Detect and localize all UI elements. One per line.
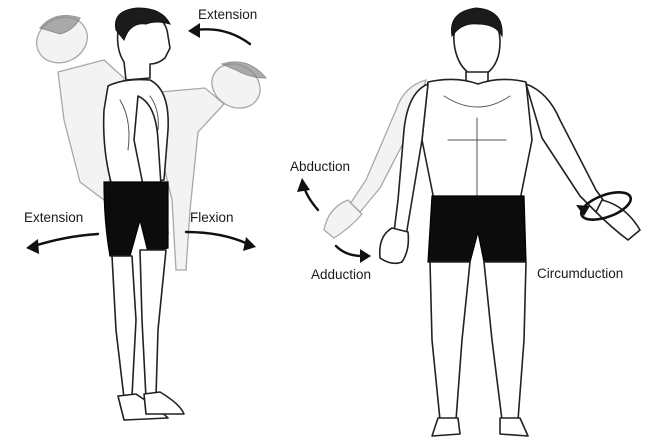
- adduction-arrow: [336, 246, 371, 263]
- extension-head-arrow: [188, 23, 250, 44]
- front-view-figure: Abduction Adduction Circumduction: [290, 8, 640, 436]
- flexion-arrow: [186, 232, 256, 251]
- ghost-figure-flexion: [160, 55, 268, 270]
- adduction-label: Adduction: [311, 267, 371, 282]
- flexion-label: Flexion: [190, 210, 234, 225]
- extension-head-label: Extension: [198, 7, 257, 22]
- side-view-figure: Extension Extension Flexion: [24, 7, 268, 420]
- extension-trunk-arrow: [26, 234, 98, 254]
- circumduction-label: Circumduction: [537, 266, 623, 281]
- abduction-label: Abduction: [290, 159, 350, 174]
- abduction-arrow: [297, 178, 318, 210]
- extension-trunk-label: Extension: [24, 210, 83, 225]
